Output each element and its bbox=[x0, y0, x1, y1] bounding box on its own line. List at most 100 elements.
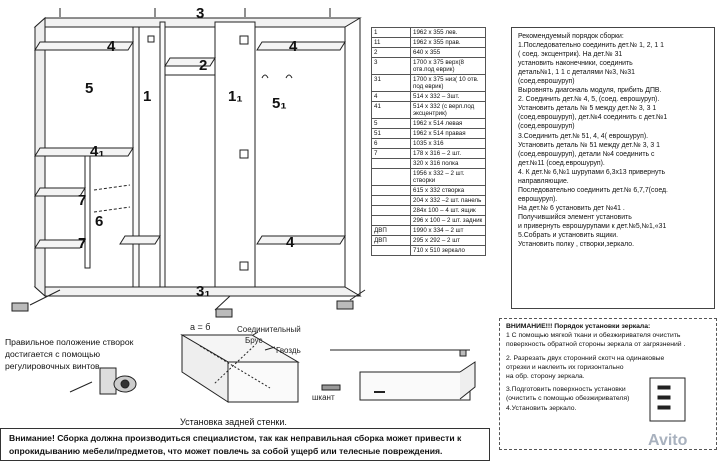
part-number-5-1: 5₁ bbox=[272, 95, 287, 112]
part-size-cell: 1700 х 375 низ( 10 отв. под еврик) bbox=[410, 74, 486, 92]
part-number-4-lower: 4 bbox=[286, 234, 295, 251]
part-size-cell: 178 х 316 – 2 шт. bbox=[410, 148, 486, 159]
assembly-step-line: еврошуруп). bbox=[518, 195, 558, 203]
mirror-step-line: 4.Установить зеркало. bbox=[506, 404, 577, 412]
part-size-cell: 295 х 292 – 2 шт bbox=[410, 235, 486, 246]
mirror-step-line: ВНИМАНИЕ!!! Порядок установки зеркала: bbox=[506, 323, 651, 330]
part-id-cell bbox=[371, 158, 411, 169]
part-size-cell: 640 х 355 bbox=[410, 47, 486, 58]
assembly-step-line: установить наконечники, соединить bbox=[518, 60, 633, 68]
part-id-cell: ДВП bbox=[371, 225, 411, 236]
part-number-7-top: 7 bbox=[78, 192, 87, 209]
assembly-step-line: (соед.еврошуруп) bbox=[518, 123, 575, 131]
connector-label: Соединительный bbox=[237, 325, 301, 334]
part-id-cell: 5 bbox=[371, 118, 411, 129]
assembly-step-line: Установить деталь № 5 между дет.№ 3, 3 1 bbox=[518, 105, 657, 113]
assembly-step-line: 1.Последовательно соединить дет.№ 1, 2, … bbox=[518, 42, 664, 50]
part-id-cell bbox=[371, 195, 411, 206]
part-number-2: 2 bbox=[199, 57, 208, 74]
assembly-step-line: Установить деталь № 51 между дет.№ 3, 3 … bbox=[518, 141, 660, 149]
part-id-cell: 7 bbox=[371, 148, 411, 159]
assembly-step-line: Установить полку , створки,зеркало. bbox=[518, 241, 635, 249]
dowel-label: шкант bbox=[312, 393, 335, 402]
part-size-cell: 1962 х 355 лев. bbox=[410, 27, 486, 38]
part-size-cell: 1035 х 316 bbox=[410, 138, 486, 149]
part-number-4-left: 4 bbox=[107, 38, 116, 55]
part-id-cell: 41 bbox=[371, 101, 411, 119]
assembly-step-line: На дет.№ 6 установить дет №41 . bbox=[518, 204, 625, 212]
assembly-step-line: (соед.еврошуруп), детали №4 соединить с bbox=[518, 150, 655, 158]
part-size-cell: 514 х 332 – 3шт. bbox=[410, 91, 486, 102]
part-id-cell bbox=[371, 168, 411, 186]
nail-label: Гвоздь bbox=[276, 346, 301, 355]
part-id-cell: 6 bbox=[371, 138, 411, 149]
part-number-5: 5 bbox=[85, 80, 94, 97]
part-size-cell: 204 х 332 –2 шт. панель bbox=[410, 195, 486, 206]
mirror-instructions-panel: ВНИМАНИЕ!!! Порядок установки зеркала: 1 … bbox=[499, 318, 717, 450]
parts-table-row: 320 х 316 полка bbox=[371, 158, 486, 169]
part-id-cell: 51 bbox=[371, 128, 411, 139]
assembly-step-line: и привернуть еврошурупами к дет.№5,№1,«3… bbox=[518, 222, 667, 230]
assembly-step-line: Выровнять диагональ модуля, прибить ДПВ. bbox=[518, 87, 662, 95]
avito-watermark: Avito bbox=[648, 432, 688, 449]
part-number-3: 3 bbox=[196, 5, 205, 22]
part-id-cell: 3 bbox=[371, 57, 411, 75]
assembly-step-line: Рекомендуемый порядок сборки: bbox=[518, 33, 624, 40]
part-size-cell: 284х 100 – 4 шт. ящик bbox=[410, 205, 486, 216]
part-id-cell bbox=[371, 215, 411, 226]
mirror-step-line: 3.Подготовить поверхность установки bbox=[506, 386, 626, 394]
mirror-step-line: 1 С помощью мягкой ткани и обезжиривател… bbox=[506, 332, 681, 340]
part-id-cell: 31 bbox=[371, 74, 411, 92]
assembly-step-line: Последовательно соединить дет.№ 6,7,7(со… bbox=[518, 186, 668, 194]
part-id-cell bbox=[371, 205, 411, 216]
parts-table-row: 296 х 100 – 2 шт. задник bbox=[371, 215, 486, 226]
mirror-step-line: (очистить с помощью обезжиривателя) bbox=[506, 395, 630, 403]
part-id-cell: 1 bbox=[371, 27, 411, 38]
part-id-cell bbox=[371, 185, 411, 196]
part-size-cell: 1990 х 334 – 2 шт bbox=[410, 225, 486, 236]
assembly-step-line: дет.№11 (соед.еврошуруп). bbox=[518, 159, 605, 167]
parts-table-row: 1956 х 332 – 2 шт. створки bbox=[371, 168, 486, 186]
part-number-1: 1 bbox=[143, 88, 152, 105]
part-number-7-bottom: 7 bbox=[78, 235, 87, 252]
parts-table-row: 710 х 510 зеркало bbox=[371, 245, 486, 256]
part-id-cell bbox=[371, 245, 411, 256]
parts-table-row: 284х 100 – 4 шт. ящик bbox=[371, 205, 486, 216]
part-number-6: 6 bbox=[95, 213, 104, 230]
mirror-step-line: на обр. сторону зеркала. bbox=[506, 373, 585, 381]
part-id-cell: 4 bbox=[371, 91, 411, 102]
assembly-step-line: ( соед. эксцентрик). На дет.№ 31 bbox=[518, 51, 623, 59]
part-size-cell: 1962 х 355 прав. bbox=[410, 37, 486, 48]
parts-table-row: 204 х 332 –2 шт. панель bbox=[371, 195, 486, 206]
mirror-step-line: поверхность обратной стороны зеркала от … bbox=[506, 341, 686, 349]
part-number-1-1: 1₁ bbox=[228, 88, 243, 105]
part-size-cell: 1962 х 514 правая bbox=[410, 128, 486, 139]
assembly-step-line: 4. К дет.№ 6,№1 шурупами 6,3х13 приверну… bbox=[518, 168, 666, 176]
part-number-4-right: 4 bbox=[289, 38, 298, 55]
assembly-step-line: 2. Соединить дет.№ 4, 5, (соед. еврошуру… bbox=[518, 96, 660, 104]
back-wall-caption: Установка задней стенки. bbox=[180, 417, 287, 427]
part-number-3-1: 3₁ bbox=[196, 283, 211, 300]
assembly-step-line: направляющие. bbox=[518, 177, 569, 185]
part-number-4-1: 4₁ bbox=[90, 143, 105, 160]
assembly-step-line: 5.Собрать и установить ящики. bbox=[518, 232, 618, 240]
mirror-step-line: 2. Разрезать двух сторонний скотч на оди… bbox=[506, 354, 665, 362]
assembly-step-line: деталь№1, 1 1 с деталями №3, №31 bbox=[518, 69, 635, 77]
hinge-adjustment-note: Правильное положение створок достигается… bbox=[5, 337, 134, 371]
parts-table-row: 615 х 332 створка bbox=[371, 185, 486, 196]
part-size-cell: 1956 х 332 – 2 шт. створки bbox=[410, 168, 486, 186]
assembly-step-line: (соед.еврошуруп) bbox=[518, 78, 575, 86]
bar-label: Брус bbox=[245, 336, 263, 345]
part-id-cell: 2 bbox=[371, 47, 411, 58]
part-size-cell: 320 х 316 полка bbox=[410, 158, 486, 169]
